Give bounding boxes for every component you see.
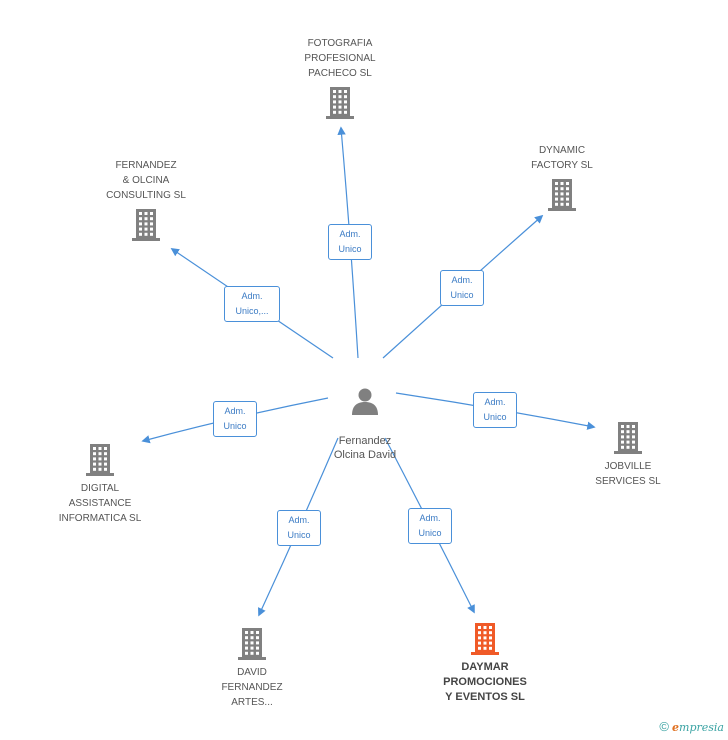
building-icon [238,628,266,660]
company-name: FOTOGRAFIA PROFESIONAL PACHECO SL [304,38,376,79]
company-node-david[interactable]: DAVID FERNANDEZ ARTES... [187,626,317,710]
building-icon [86,444,114,476]
company-name: DAVID FERNANDEZ ARTES... [221,667,283,708]
role-label-digital[interactable]: Adm. Unico [213,401,257,437]
building-icon [326,87,354,119]
company-name: DAYMAR PROMOCIONES Y EVENTOS SL [443,661,527,703]
watermark: © empresia [659,719,724,734]
company-name: DIGITAL ASSISTANCE INFORMATICA SL [58,483,142,524]
brand-rest: mpresia [679,721,724,734]
company-node-fotografia[interactable]: FOTOGRAFIA PROFESIONAL PACHECO SL [275,36,405,121]
building-icon [548,179,576,211]
copyright-symbol: © [659,719,669,734]
building-icon [132,209,160,241]
role-label-david[interactable]: Adm. Unico [277,510,321,546]
role-label-jobville[interactable]: Adm. Unico [473,392,517,428]
building-icon [614,422,642,454]
company-node-digital[interactable]: DIGITAL ASSISTANCE INFORMATICA SL [35,442,165,526]
company-node-daymar[interactable]: DAYMAR PROMOCIONES Y EVENTOS SL [420,621,550,705]
company-node-fernandez-olcina[interactable]: FERNANDEZ & OLCINA CONSULTING SL [81,158,211,243]
role-label-dynamic[interactable]: Adm. Unico [440,270,484,306]
person-icon [352,388,378,415]
company-name: FERNANDEZ & OLCINA CONSULTING SL [106,160,186,201]
company-node-jobville[interactable]: JOBVILLE SERVICES SL [563,420,693,489]
role-label-daymar[interactable]: Adm. Unico [408,508,452,544]
company-node-dynamic[interactable]: DYNAMIC FACTORY SL [497,143,627,213]
center-person[interactable]: Fernandez Olcina David [300,372,430,462]
role-label-fernandez-olcina[interactable]: Adm. Unico,... [224,286,280,322]
company-name: DYNAMIC FACTORY SL [531,145,593,171]
brand-initial: e [672,721,680,734]
building-icon [471,623,499,655]
company-name: JOBVILLE SERVICES SL [595,461,661,487]
center-person-name: Fernandez Olcina David [333,435,397,461]
role-label-fotografia[interactable]: Adm. Unico [328,224,372,260]
